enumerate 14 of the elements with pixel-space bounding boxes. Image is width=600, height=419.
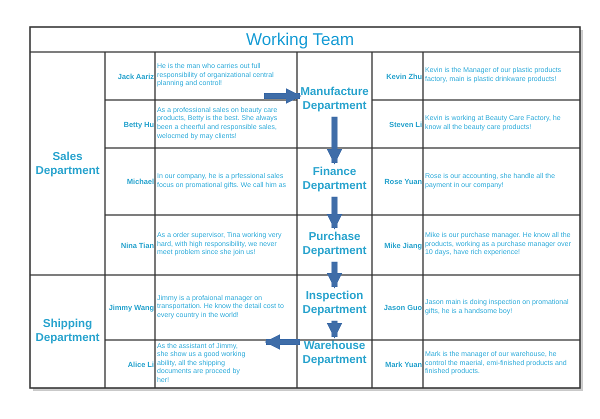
- arrow: [264, 334, 300, 350]
- arrow: [326, 262, 342, 289]
- table-title: Working Team: [244, 30, 356, 50]
- department-label: Warehouse Department: [300, 339, 369, 368]
- arrow: [326, 116, 342, 165]
- arrow: [326, 320, 342, 339]
- department-label: Sales Department: [33, 150, 102, 179]
- arrow: [326, 196, 342, 230]
- department-label: Shipping Department: [33, 317, 102, 346]
- department-label: Finance Department: [300, 165, 369, 194]
- department-label: Inspection Department: [300, 289, 369, 318]
- department-label: Purchase Department: [300, 230, 369, 259]
- department-label: Manufacture Department: [300, 85, 369, 114]
- arrow: [264, 88, 302, 104]
